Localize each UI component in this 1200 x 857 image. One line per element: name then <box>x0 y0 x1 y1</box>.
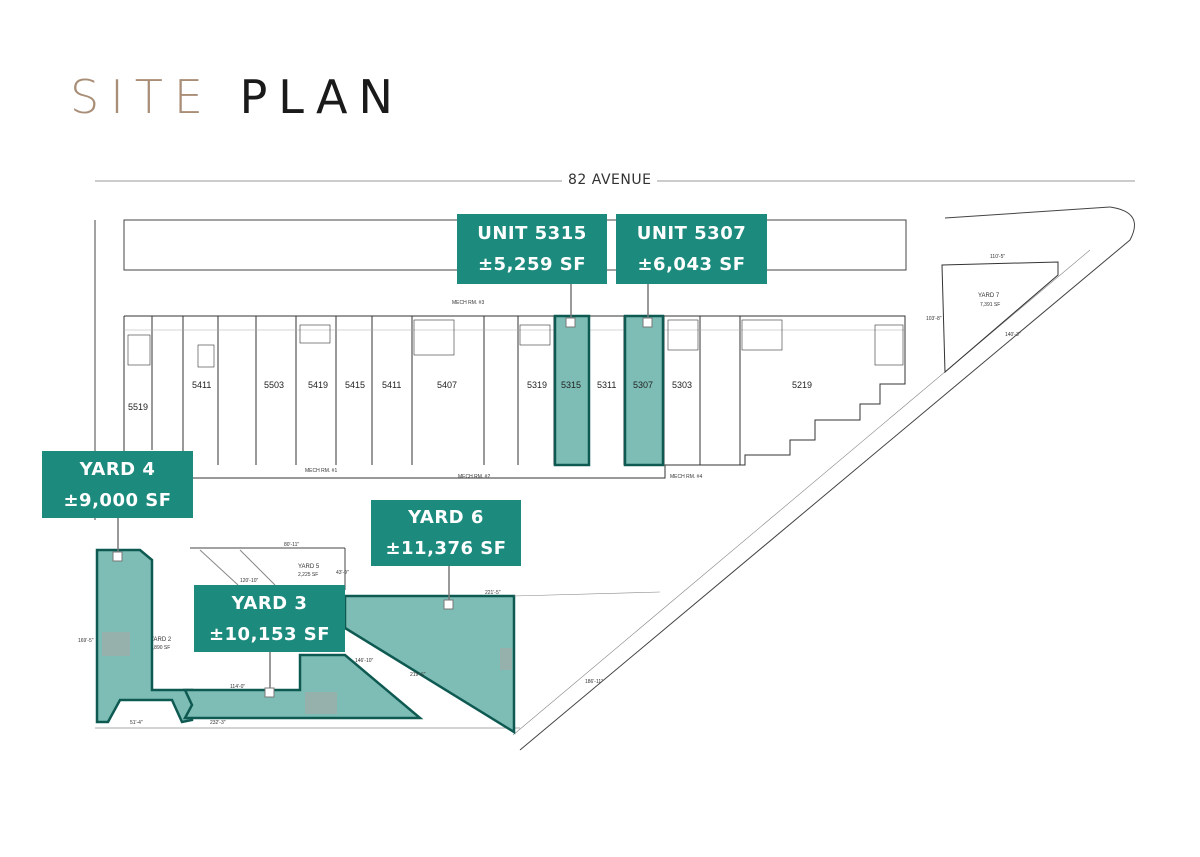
callout-yard-3-title: YARD 3 <box>231 592 308 614</box>
dim-yard4-bottom: 51'-4" <box>130 720 143 726</box>
yard-5-area: 2,225 SF <box>298 572 318 578</box>
page-title: SITE PLAN <box>70 74 404 120</box>
mech-room-1: MECH RM. #1 <box>305 468 337 474</box>
page-title-plan: PLAN <box>239 70 404 124</box>
unit-5307-marker <box>642 317 653 328</box>
unit-label-5411b: 5411 <box>382 380 401 390</box>
road-label: 82 AVENUE <box>562 172 658 188</box>
unit-label-5411a: 5411 <box>192 380 211 390</box>
dim-yard3-bottom: 232'-3" <box>210 720 226 726</box>
dim-yard7-top: 110'-5" <box>990 254 1005 260</box>
callout-yard-4-title: YARD 4 <box>79 458 156 480</box>
yard-5-name: YARD 5 <box>298 564 320 570</box>
callout-unit-5307-area: ±6,043 SF <box>637 254 746 275</box>
yard-4-shape <box>95 548 194 724</box>
yard-5-outline <box>190 547 346 590</box>
callout-yard-3[interactable]: YARD 3 ±10,153 SF <box>194 585 345 652</box>
dim-yard7-diag: 140'-3" <box>1005 332 1021 338</box>
callout-unit-5307[interactable]: UNIT 5307 ±6,043 SF <box>616 214 767 284</box>
dim-yard5-side: 43'-9" <box>336 570 349 576</box>
dim-yard7-left: 103'-8" <box>926 316 942 322</box>
yard-6-marker <box>443 599 454 610</box>
unit-label-5415: 5415 <box>345 380 365 390</box>
callout-yard-6-area: ±11,376 SF <box>385 538 507 559</box>
unit-5315-highlight <box>553 314 591 467</box>
yard-3-equipment <box>305 692 337 714</box>
mech-room-4: MECH RM. #4 <box>670 474 702 480</box>
page-title-site: SITE <box>70 70 214 124</box>
unit-label-5311: 5311 <box>597 380 616 390</box>
dim-yard6-top: 221'-5" <box>485 590 501 596</box>
yard-6-extension <box>513 591 661 597</box>
yard-7-outline <box>941 261 1059 374</box>
dim-yard4-left: 169'-5" <box>78 638 94 644</box>
dim-yard3-diag: 146'-10" <box>355 658 374 664</box>
unit-5315-marker <box>565 317 576 328</box>
mech-room-3: MECH RM. #3 <box>452 300 484 306</box>
callout-unit-5315[interactable]: UNIT 5315 ±5,259 SF <box>457 214 607 284</box>
callout-yard-4-area: ±9,000 SF <box>63 489 172 511</box>
unit-5307-highlight <box>623 314 665 467</box>
dim-yard6-diag: 219'-6" <box>410 672 426 678</box>
unit-label-5315: 5315 <box>561 380 581 390</box>
callout-unit-5307-title: UNIT 5307 <box>636 223 747 244</box>
dim-diagonal-lane: 186'-11" <box>585 679 603 685</box>
unit-label-5519: 5519 <box>128 402 148 412</box>
callout-yard-6[interactable]: YARD 6 ±11,376 SF <box>371 500 521 566</box>
callout-unit-5315-area: ±5,259 SF <box>477 254 587 275</box>
unit-label-5319: 5319 <box>527 380 547 390</box>
yard-7-name: YARD 7 <box>978 293 1000 299</box>
callout-yard-4[interactable]: YARD 4 ±9,000 SF <box>42 451 193 518</box>
site-boundary <box>95 206 1135 751</box>
dim-yard3-inner: 114'-0" <box>230 684 245 690</box>
unit-label-5419: 5419 <box>308 380 328 390</box>
unit-label-5307: 5307 <box>633 380 653 390</box>
yard-2-name: YARD 2 <box>150 637 172 643</box>
dim-yard5-mid: 120'-10" <box>240 578 259 584</box>
yard-6-equipment <box>500 648 512 670</box>
yard-6-shape <box>343 594 516 735</box>
yard-4-equipment <box>102 632 130 656</box>
yard-7-area: 7,391 SF <box>980 302 1000 308</box>
yard-3-marker <box>264 687 275 698</box>
yard-2-area: 4,890 SF <box>150 645 170 651</box>
unit-label-5407: 5407 <box>437 380 457 390</box>
unit-label-5219: 5219 <box>792 380 812 390</box>
building <box>123 315 906 479</box>
callout-yard-6-title: YARD 6 <box>408 507 484 528</box>
callout-yard-3-area: ±10,153 SF <box>208 623 331 645</box>
unit-label-5303: 5303 <box>672 380 692 390</box>
mech-room-2: MECH RM. #2 <box>458 474 490 480</box>
yard-3-shape <box>182 653 424 720</box>
unit-label-5503: 5503 <box>264 380 284 390</box>
yard-4-marker <box>112 551 123 562</box>
dim-yard5-top: 80'-11" <box>284 542 299 548</box>
callout-unit-5315-title: UNIT 5315 <box>477 223 587 244</box>
